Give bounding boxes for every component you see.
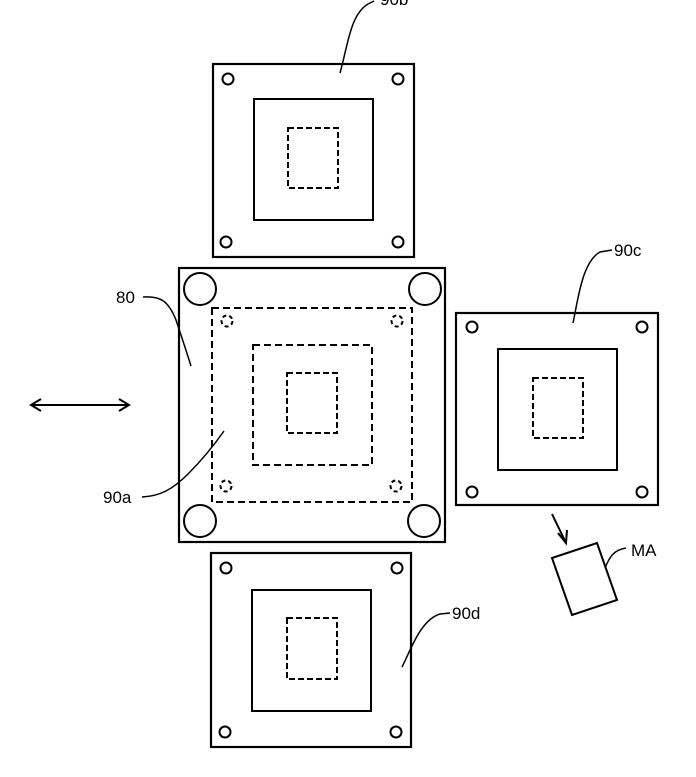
hole-icon <box>390 561 404 575</box>
stage-80 <box>177 266 447 544</box>
leader-line-90b <box>339 0 375 74</box>
hole-icon <box>220 314 234 328</box>
label-90b: 90b <box>380 0 408 9</box>
substrate-90c: 90c <box>454 241 660 507</box>
substrate-90b-chip-region <box>287 127 339 189</box>
substrate-90a-chip-region <box>286 372 338 434</box>
leader-line-90a <box>141 430 225 498</box>
substrate-90c-outline <box>454 311 660 507</box>
label-90d: 90d <box>452 604 480 623</box>
stage-corner-circle-icon <box>183 504 217 538</box>
hole-icon <box>219 235 233 249</box>
label-MA: MA <box>631 541 657 560</box>
stage-80-outline <box>177 266 447 544</box>
hole-icon <box>465 485 479 499</box>
substrate-90d-chip-region <box>286 617 338 680</box>
hole-icon <box>218 725 232 739</box>
hole-icon <box>219 561 233 575</box>
hole-icon <box>219 479 233 493</box>
substrate-90b: 90b <box>211 0 416 259</box>
substrate-90b-outline <box>211 62 416 259</box>
label-80: 80 <box>116 288 135 307</box>
hole-icon <box>391 235 405 249</box>
mask-MA: MA <box>550 513 657 617</box>
substrate-90d: 90d <box>209 551 480 749</box>
leader-line-90d <box>401 612 451 668</box>
mask-MA-outline <box>550 541 619 617</box>
substrate-90b-inner-square <box>253 98 374 221</box>
stage-corner-circle-icon <box>408 272 442 306</box>
hole-icon <box>635 485 649 499</box>
leader-line-80 <box>142 296 192 367</box>
hole-icon <box>389 725 403 739</box>
label-90c: 90c <box>614 241 642 260</box>
hole-icon <box>389 479 403 493</box>
substrate-90c-chip-region <box>532 377 584 439</box>
leader-line-MA <box>604 547 627 569</box>
substrate-90a-inner-square <box>252 344 373 466</box>
substrate-90a-outline <box>211 307 413 503</box>
hole-icon <box>221 72 235 86</box>
substrate-90a <box>211 307 413 503</box>
leader-line-90c <box>572 249 613 324</box>
substrate-90c-inner-square <box>497 348 618 471</box>
substrate-90d-outline <box>209 551 413 749</box>
hole-icon <box>465 320 479 334</box>
substrate-90d-inner-square <box>251 589 372 712</box>
arrow-down-right-icon <box>551 513 567 544</box>
hole-icon <box>391 72 405 86</box>
hole-icon <box>390 314 404 328</box>
hole-icon <box>635 320 649 334</box>
double-arrow-icon <box>29 398 131 412</box>
stage-corner-circle-icon <box>407 504 441 538</box>
label-90a: 90a <box>103 488 132 507</box>
stage-corner-circle-icon <box>183 272 217 306</box>
